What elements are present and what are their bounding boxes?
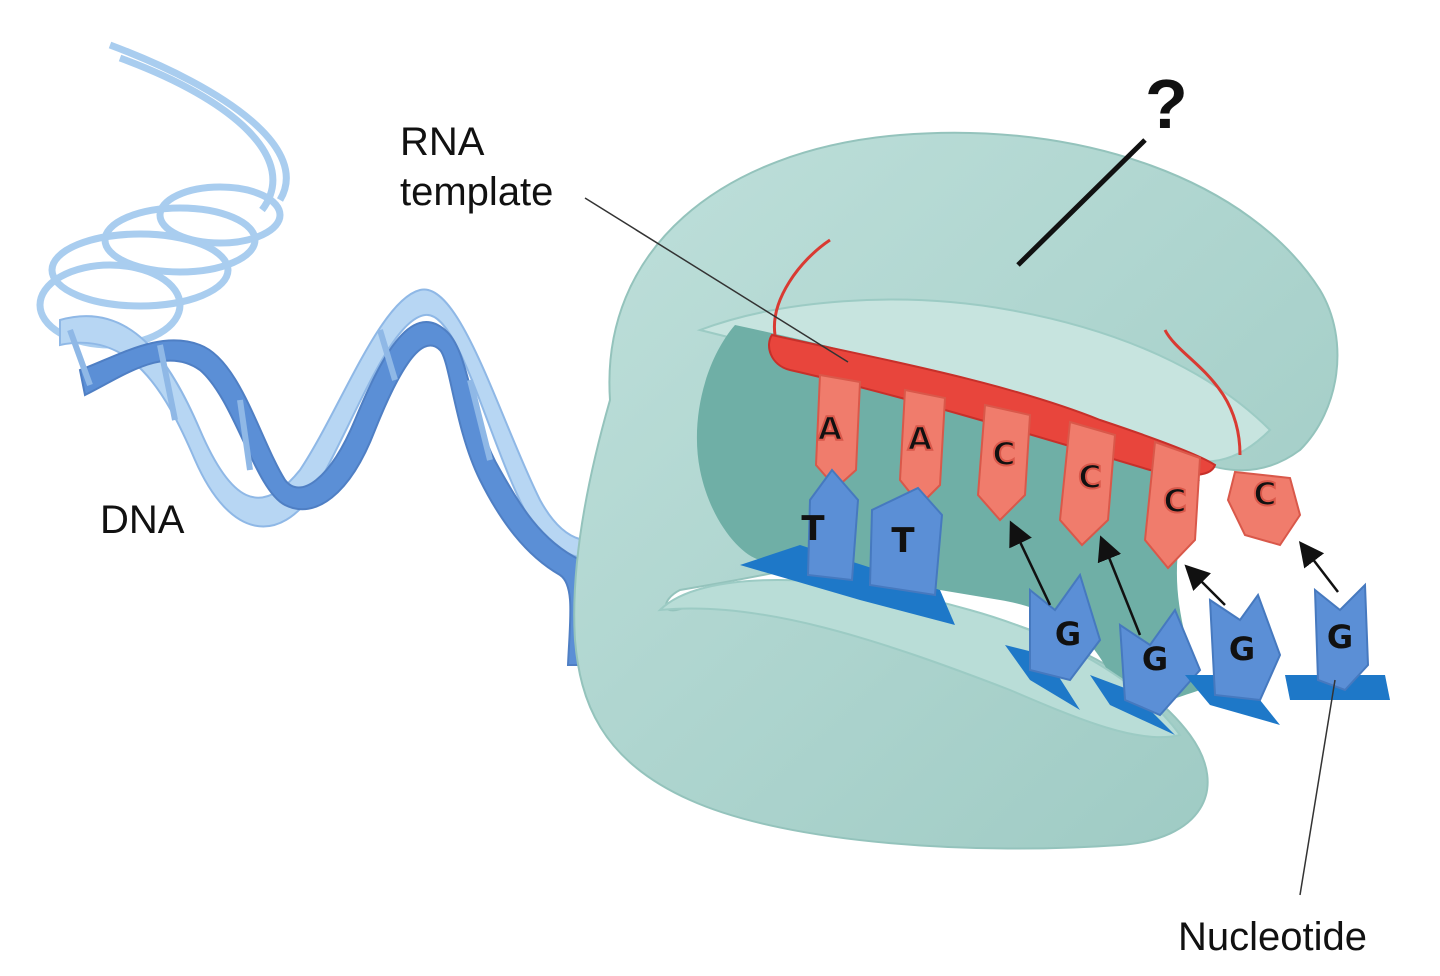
rna-leader-line	[584, 197, 849, 363]
nucleotide-base	[1208, 592, 1282, 702]
rna-base-letter: A	[818, 410, 843, 448]
rna-base-letter: A	[908, 420, 933, 458]
nucleotide: G	[1090, 535, 1202, 735]
rna-base-letter: C	[1253, 475, 1276, 513]
nucleotide-base	[1029, 572, 1102, 682]
nucleotide-sugar	[1090, 675, 1175, 735]
nucleotide-arrow	[1184, 564, 1226, 606]
dna-label: DNA	[100, 498, 185, 542]
rna-base-letter: C	[992, 435, 1015, 473]
dna-paired-base-letter: T	[891, 521, 915, 561]
dna-paired-base: T	[868, 486, 944, 597]
rna-strand-left-tail	[772, 238, 831, 336]
rna-base: C	[1226, 470, 1302, 547]
rna-base: C	[1143, 440, 1202, 570]
enzyme-telomerase	[573, 131, 1339, 850]
nucleotide-base	[1313, 582, 1370, 692]
nucleotide-sugar	[1185, 675, 1280, 725]
incoming-nucleotides: G G G G	[1005, 520, 1390, 735]
nucleotide: G	[1005, 520, 1102, 710]
nucleotide-leader-line	[1299, 679, 1336, 896]
nucleotide-base	[1118, 607, 1202, 717]
nucleotide-letter: G	[1327, 618, 1353, 656]
nucleotide-sugar	[1005, 645, 1080, 710]
nucleotide: G	[1285, 541, 1390, 700]
rna-base: C	[1058, 420, 1117, 547]
nucleotide: G	[1184, 564, 1282, 725]
dna-coil-tail	[36, 41, 290, 349]
dna-paired-base: T	[801, 468, 860, 582]
rna-base: A	[814, 373, 862, 490]
nucleotide-arrow	[1097, 535, 1142, 636]
leader-lines	[584, 138, 1336, 896]
nucleotide-letter: G	[1055, 615, 1081, 653]
nucleotide-letter: G	[1142, 640, 1168, 678]
rna-base-letter: C	[1163, 482, 1186, 520]
question-mark: ?	[1145, 65, 1188, 143]
rna-strand-right-tail	[1163, 329, 1242, 456]
dna-paired-bases: T T	[740, 468, 955, 625]
rna-base: A	[898, 388, 947, 507]
labels: RNA template DNA Nucleotide ?	[100, 65, 1367, 959]
nucleotide-arrow	[1298, 541, 1339, 593]
dna-rungs	[67, 328, 493, 471]
nucleotide-arrow	[1009, 520, 1052, 606]
rna-label-line2: template	[400, 170, 553, 214]
dna-backbone-segment	[740, 545, 955, 625]
rna-bases: A A C C C C	[814, 373, 1302, 570]
question-leader-line	[1016, 138, 1147, 267]
nucleotide-label: Nucleotide	[1178, 915, 1367, 959]
dna-paired-base-letter: T	[801, 509, 825, 549]
rna-base: C	[976, 403, 1032, 522]
nucleotide-letter: G	[1229, 630, 1255, 668]
rna-base-letter: C	[1078, 458, 1101, 496]
rna-label-line1: RNA	[400, 120, 485, 164]
